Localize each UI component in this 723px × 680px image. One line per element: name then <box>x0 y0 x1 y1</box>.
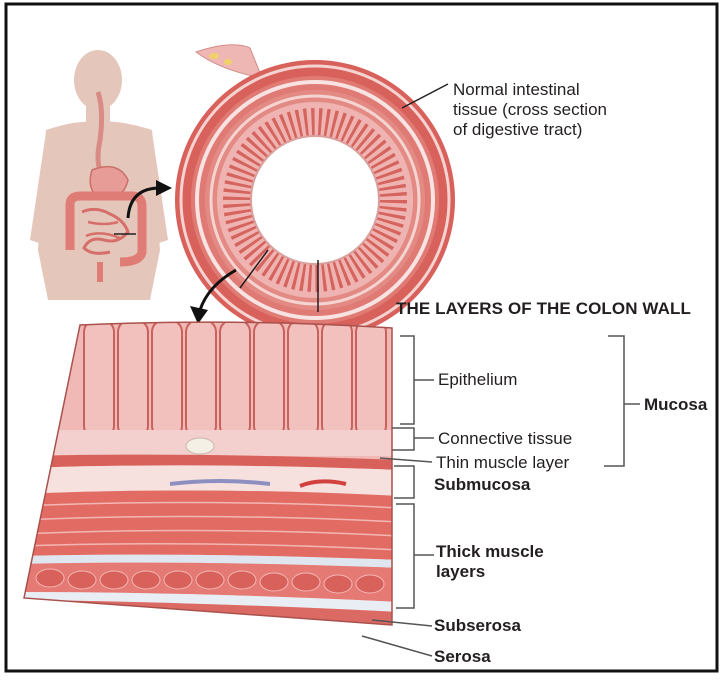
cross-section-ring <box>175 45 455 340</box>
mucosa-label: Mucosa <box>644 396 707 414</box>
cross-section-pointer <box>402 84 448 108</box>
thin-muscle-label: Thin muscle layer <box>436 454 569 472</box>
thick-muscle-label: Thick muscle layers <box>436 542 544 583</box>
epithelium-label: Epithelium <box>438 371 517 389</box>
arrow-head-2 <box>190 306 208 324</box>
colon-wall-block <box>20 310 400 630</box>
arrow-head-1 <box>156 180 172 196</box>
human-figure <box>30 50 168 300</box>
submucosa-label: Submucosa <box>434 476 530 494</box>
diagram-title: THE LAYERS OF THE COLON WALL <box>396 300 691 318</box>
cross-section-label: Normal intestinal tissue (cross section … <box>453 80 607 140</box>
serosa-label: Serosa <box>434 648 491 666</box>
connective-tissue-label: Connective tissue <box>438 430 572 448</box>
subserosa-label: Subserosa <box>434 617 521 635</box>
